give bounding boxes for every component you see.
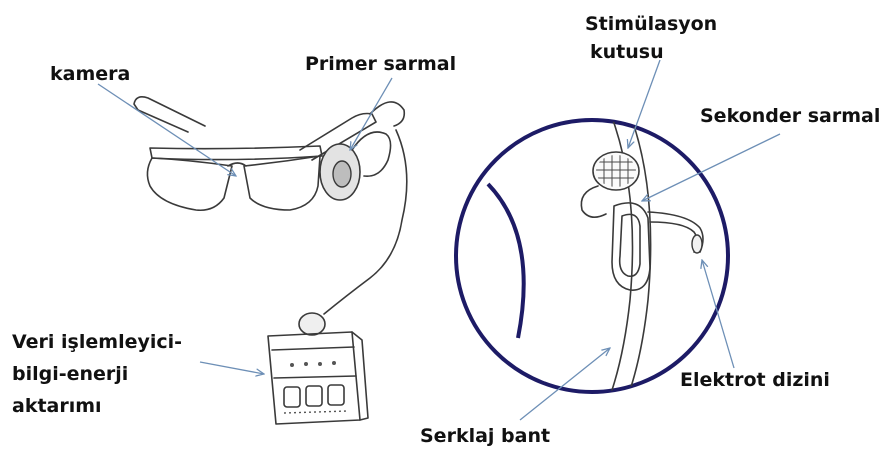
camera-glasses [134, 97, 407, 314]
secondary-coil-label: Sekonder sarmal [700, 104, 880, 128]
electrode-array-label: Elektrot dizini [680, 368, 830, 392]
pointer-arrows [98, 60, 780, 420]
eyeball-implant [456, 112, 728, 396]
primary-coil-label: Primer sarmal [305, 52, 456, 76]
encircling-band-label: Serklaj bant [420, 424, 550, 448]
processor-label-line1: Veri işlemleyici- [12, 330, 182, 354]
camera-label: kamera [50, 62, 130, 86]
stimulation-box [593, 152, 639, 190]
eyeball-outline [456, 120, 728, 392]
processor-label-line2: bilgi-enerji [12, 362, 128, 386]
stimulation-box-label-line1: Stimülasyon [585, 12, 717, 36]
processor-label-line3: aktarımı [12, 394, 102, 418]
processor-unit [268, 313, 368, 424]
stimulation-box-label-line2: kutusu [590, 40, 664, 64]
